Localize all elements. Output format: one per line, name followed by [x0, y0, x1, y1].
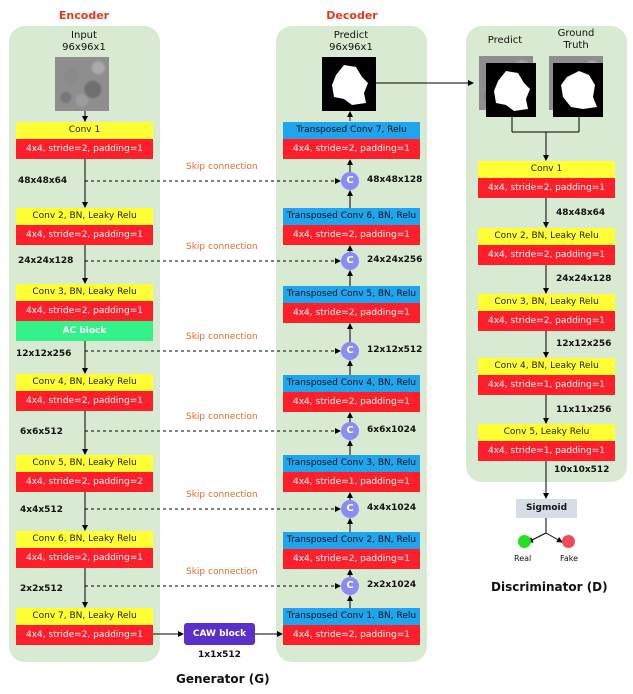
disc-block-params: 4x4, stride=2, padding=1: [478, 245, 615, 265]
decoder-block-head: Transposed Conv 1, BN, Relu: [283, 608, 420, 625]
concat-circle: C: [341, 342, 359, 360]
decoder-dim-label: 4x4x1024: [367, 503, 417, 513]
encoder-dim-label: 6x6x512: [20, 427, 63, 437]
disc-block-params: 4x4, stride=1, padding=1: [478, 375, 615, 395]
encoder-dim-label: 24x24x128: [18, 256, 74, 266]
decoder-block-head: Transposed Conv 6, BN, Relu: [283, 208, 420, 225]
fake-label: Fake: [560, 554, 579, 563]
disc-ground-truth-image: [553, 63, 603, 117]
encoder-block-params: 4x4, stride=2, padding=1: [16, 391, 153, 411]
disc-block-head: Conv 1: [478, 161, 615, 178]
encoder-block-head: Conv 3, BN, Leaky Relu: [16, 284, 153, 301]
real-label: Real: [514, 554, 532, 563]
disc-dim-label: 11x11x256: [556, 405, 612, 415]
skip-connection-label: Skip connection: [186, 490, 258, 500]
input-image: [55, 57, 109, 111]
encoder-block-head: Conv 5, BN, Leaky Relu: [16, 455, 153, 472]
disc-block-params: 4x4, stride=2, padding=1: [478, 178, 615, 198]
encoder-block-params: 4x4, stride=2, padding=1: [16, 225, 153, 245]
caw-block: CAW block: [184, 623, 255, 645]
decoder-block-params: 4x4, stride=2, padding=1: [283, 225, 420, 245]
encoder-dim-label: 48x48x64: [18, 176, 68, 186]
sigmoid-block: Sigmoid: [516, 499, 577, 518]
decoder-block-head: Transposed Conv 4, BN, Relu: [283, 375, 420, 392]
decoder-block-params: 4x4, stride=2, padding=1: [283, 303, 420, 323]
decoder-dim-label: 24x24x256: [367, 255, 423, 265]
predict-image: [322, 57, 376, 111]
disc-arrow: [545, 532, 563, 543]
disc-block-params: 4x4, stride=2, padding=1: [478, 311, 615, 331]
encoder-dim-label: 12x12x256: [16, 349, 72, 359]
decoder-block-params: 4x4, stride=1, padding=1: [283, 472, 420, 492]
disc-block-head: Conv 2, BN, Leaky Relu: [478, 228, 615, 245]
decoder-block-head: Transposed Conv 2, BN, Relu: [283, 532, 420, 549]
decoder-dim-label: 12x12x512: [367, 345, 423, 355]
encoder-title: Encoder: [58, 9, 110, 22]
disc-block-head: Conv 4, BN, Leaky Relu: [478, 358, 615, 375]
disc-dim-label: 24x24x128: [556, 274, 612, 284]
encoder-block-head: Conv 6, BN, Leaky Relu: [16, 531, 153, 548]
encoder-block-head: Conv 2, BN, Leaky Relu: [16, 208, 153, 225]
decoder-dim-label: 48x48x128: [367, 175, 423, 185]
decoder-block-params: 4x4, stride=2, padding=1: [283, 392, 420, 412]
decoder-title: Decoder: [326, 9, 378, 22]
decoder-block-head: Transposed Conv 7, Relu: [283, 122, 420, 139]
disc-block-head: Conv 3, BN, Leaky Relu: [478, 294, 615, 311]
skip-connection-label: Skip connection: [186, 242, 258, 252]
bottleneck-dim: 1x1x512: [198, 650, 241, 660]
encoder-block-head: Conv 1: [16, 122, 153, 139]
disc-dim-label: 48x48x64: [556, 208, 606, 218]
encoder-dim-label: 2x2x512: [20, 584, 63, 594]
concat-circle: C: [341, 172, 359, 190]
discriminator-caption: Discriminator (D): [491, 580, 608, 594]
disc-dim-label: 12x12x256: [556, 339, 612, 349]
fake-dot: [562, 535, 575, 548]
skip-connection-label: Skip connection: [186, 567, 258, 577]
disc-block-params: 4x4, stride=1, padding=1: [478, 441, 615, 461]
concat-circle: C: [341, 577, 359, 595]
predict-caption: Predict 96x96x1: [329, 30, 373, 53]
ac-block: AC block: [16, 321, 153, 341]
encoder-block-head: Conv 7, BN, Leaky Relu: [16, 608, 153, 625]
encoder-block-params: 4x4, stride=2, padding=1: [16, 139, 153, 159]
encoder-block-params: 4x4, stride=2, padding=2: [16, 472, 153, 492]
concat-circle: C: [341, 252, 359, 270]
encoder-block-params: 4x4, stride=2, padding=1: [16, 548, 153, 568]
skip-connection-label: Skip connection: [186, 332, 258, 342]
generator-caption: Generator (G): [176, 672, 270, 686]
disc-predict-image: [486, 63, 536, 117]
input-caption: Input 96x96x1: [62, 30, 106, 53]
disc-arrow: [527, 532, 547, 543]
disc-block-head: Conv 5, Leaky Relu: [478, 424, 615, 441]
skip-connection-label: Skip connection: [186, 162, 258, 172]
decoder-block-params: 4x4, stride=2, padding=1: [283, 625, 420, 645]
decoder-block-head: Transposed Conv 5, BN, Relu: [283, 286, 420, 303]
encoder-dim-label: 4x4x512: [20, 505, 63, 515]
decoder-block-head: Transposed Conv 3, BN, Relu: [283, 455, 420, 472]
encoder-block-head: Conv 4, BN, Leaky Relu: [16, 374, 153, 391]
concat-circle: C: [341, 500, 359, 518]
disc-predict-label: Predict: [487, 35, 523, 46]
concat-circle: C: [341, 422, 359, 440]
encoder-block-params: 4x4, stride=2, padding=1: [16, 625, 153, 645]
decoder-dim-label: 6x6x1024: [367, 425, 417, 435]
skip-connection-label: Skip connection: [186, 412, 258, 422]
decoder-block-params: 4x4, stride=2, padding=1: [283, 549, 420, 569]
encoder-block-params: 4x4, stride=2, padding=1: [16, 301, 153, 321]
real-dot: [518, 535, 531, 548]
decoder-block-params: 4x4, stride=2, padding=1: [283, 139, 420, 159]
disc-ground-truth-label: Ground Truth: [557, 28, 595, 51]
disc-dim-label: 10x10x512: [554, 465, 610, 475]
decoder-dim-label: 2x2x1024: [367, 580, 417, 590]
